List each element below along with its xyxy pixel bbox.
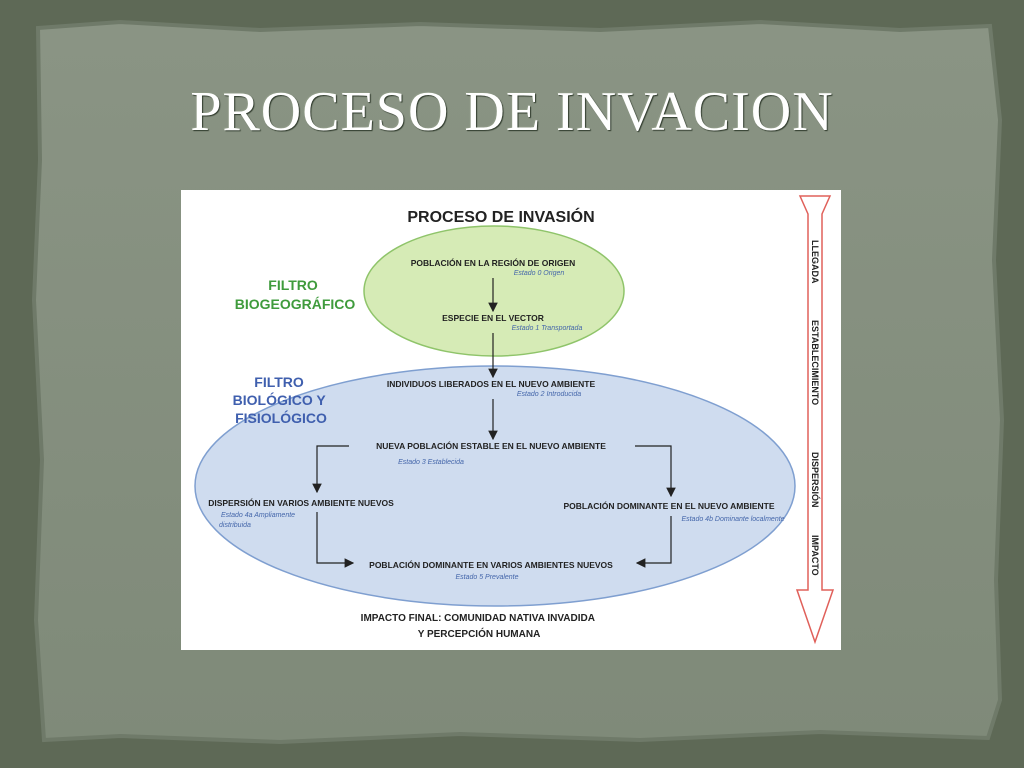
diagram-title: PROCESO DE INVASIÓN	[407, 207, 594, 226]
filter-line: FILTRO	[254, 374, 304, 390]
node-origin-state: Estado 0 Origen	[514, 270, 565, 277]
node-dominant-new-state: Estado 4b Dominante localmente	[681, 516, 784, 523]
node-dominant-many-label: POBLACIÓN DOMINANTE EN VARIOS AMBIENTES …	[369, 559, 613, 570]
node-stable-state: Estado 3 Establecida	[398, 459, 464, 466]
slide-title: PROCESO DE INVACION	[190, 81, 834, 143]
state-line: distribuida	[219, 522, 251, 529]
arrow-dominant-new-to-dominant-many	[635, 516, 672, 568]
node-dispersion-state: Estado 4a Ampliamente distribuida	[219, 512, 297, 529]
stage-label: ESTABLECIMIENTO	[810, 320, 820, 405]
filter-line: FISIOLÓGICO	[235, 409, 327, 426]
filter-line: BIOLÓGICO Y	[233, 391, 327, 408]
node-dispersion-label: DISPERSIÓN EN VARIOS AMBIENTE NUEVOS	[208, 497, 394, 508]
invasion-process-diagram: PROCESO DE INVASIÓN FILTRO BIOGEOGRÁFICO…	[181, 190, 841, 650]
node-origin-label: POBLACIÓN EN LA REGIÓN DE ORIGEN	[411, 257, 576, 268]
node-dominant-new-label: POBLACIÓN DOMINANTE EN EL NUEVO AMBIENTE	[563, 500, 774, 511]
biogeographic-filter-label: FILTRO BIOGEOGRÁFICO	[235, 277, 356, 312]
node-released-label: INDIVIDUOS LIBERADOS EN EL NUEVO AMBIENT…	[387, 379, 596, 389]
filter-line: FILTRO	[268, 277, 318, 293]
arrow-stable-to-dispersion	[312, 445, 349, 494]
node-stable-label: NUEVA POBLACIÓN ESTABLE EN EL NUEVO AMBI…	[376, 440, 606, 451]
final-impact-line: IMPACTO FINAL: COMUNIDAD NATIVA INVADIDA	[361, 613, 595, 624]
arrow-dispersion-to-dominant-many	[316, 512, 355, 568]
stage-timeline-arrow	[795, 195, 835, 645]
biological-filter-label: FILTRO BIOLÓGICO Y FISIOLÓGICO	[233, 374, 330, 426]
final-impact-text: IMPACTO FINAL: COMUNIDAD NATIVA INVADIDA…	[361, 613, 598, 640]
final-impact-line: Y PERCEPCIÓN HUMANA	[418, 627, 541, 640]
stage-label: IMPACTO	[810, 535, 820, 576]
stage-label: DISPERSIÓN	[810, 452, 821, 508]
node-vector-state: Estado 1 Transportada	[512, 325, 583, 332]
biogeographic-filter-ellipse	[363, 225, 625, 357]
node-vector-label: ESPECIE EN EL VECTOR	[442, 313, 544, 323]
node-released-state: Estado 2 Introducida	[517, 391, 581, 398]
biological-filter-ellipse	[194, 365, 796, 607]
state-line: Estado 4a Ampliamente	[221, 512, 295, 519]
node-dominant-many-state: Estado 5 Prevalente	[455, 574, 518, 581]
stage-label: LLEGADA	[810, 240, 820, 284]
filter-line: BIOGEOGRÁFICO	[235, 296, 356, 312]
arrow-stable-to-dominant-new	[635, 445, 676, 498]
